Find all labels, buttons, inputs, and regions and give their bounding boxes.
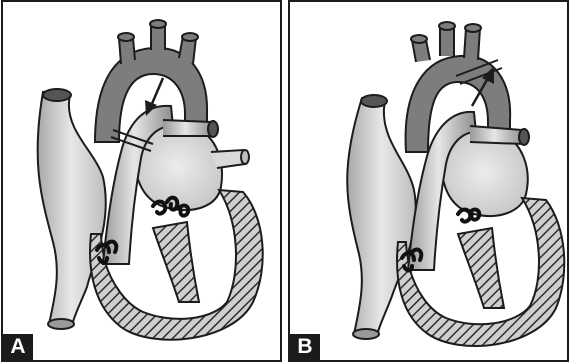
panel-label-b: B xyxy=(290,334,320,360)
pulmonary-branch xyxy=(163,120,213,136)
septum xyxy=(153,222,199,302)
panel-a: A xyxy=(1,0,282,362)
flow-arrow-shaft xyxy=(151,78,163,106)
valve-leaflets-left xyxy=(458,210,479,222)
heart-illustration-b xyxy=(290,2,569,362)
panel-label-a: A xyxy=(3,334,33,360)
pulmonary-branch xyxy=(470,126,524,144)
panel-b: B xyxy=(288,0,569,362)
heart-illustration-a xyxy=(3,2,282,362)
pulmonary-vein xyxy=(211,150,245,168)
septum xyxy=(458,228,504,308)
